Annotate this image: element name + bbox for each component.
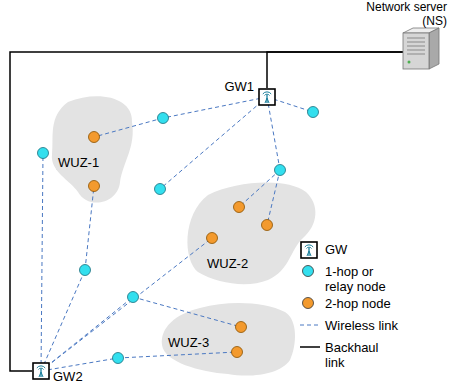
node-outline [48,92,136,210]
legend-sample [300,295,324,313]
legend-swatch [303,298,314,309]
legend-gateway-icon [301,242,317,258]
server-node: Network server (NS) [403,28,447,70]
backhaul-link [267,52,403,88]
legend-text: Wireless link [325,318,401,333]
legend-swatch [303,266,314,277]
legend-text: GW [325,242,401,257]
legend-text: Backhaul link [325,340,401,370]
zone-label: WUZ-3 [166,336,211,350]
legend-line [300,325,320,326]
node-label: Network server (NS) [357,0,447,28]
node-outline [403,28,447,70]
legend-text: 2-hop node [325,296,401,311]
legend-text: 1-hop or relay node [325,264,401,294]
legend-sample [300,263,324,281]
zone-region: WUZ-3 [160,300,298,380]
relay-nodes [38,107,319,364]
legend: GW 1-hop or relay node 2-hop nodeWireless … [300,242,450,362]
zone-label: WUZ-2 [205,257,250,271]
legend-sample [300,317,324,335]
node-label: GW2 [53,370,83,384]
gateway-node: GW2 [32,362,50,380]
legend-line [300,346,320,348]
node-outline [258,88,276,106]
gateway-icon [33,363,49,379]
legend-sample [300,339,324,357]
zone-region: WUZ-1 [48,92,136,210]
gateway-node: GW1 [258,88,276,106]
legend-sample [300,241,324,259]
wireless-links [41,97,313,371]
two-hop-nodes [89,132,273,358]
node-outline [178,180,320,290]
zone-label: WUZ-1 [56,156,101,170]
server-icon [403,28,439,69]
zone-region: WUZ-2 [178,180,320,290]
gateway-icon [259,89,275,105]
node-label: GW1 [224,80,254,94]
node-outline [32,362,50,380]
